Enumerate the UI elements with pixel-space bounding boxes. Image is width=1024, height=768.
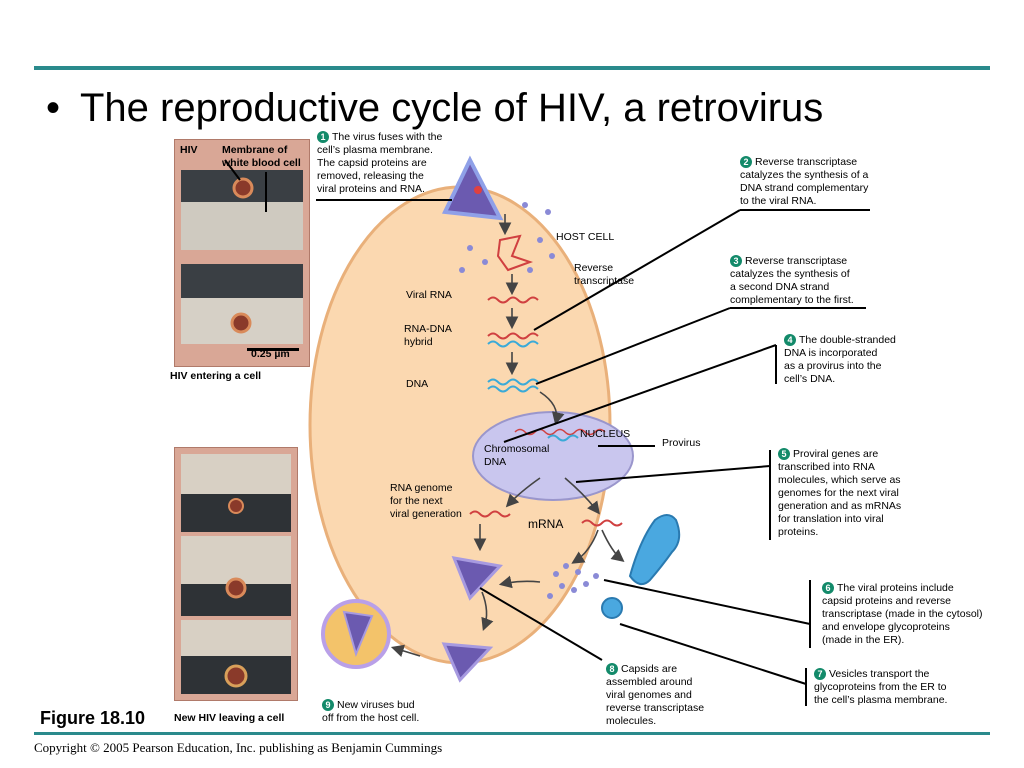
endoplasmic-reticulum (628, 514, 681, 586)
released-proteins (459, 202, 555, 273)
capsid-assembling (451, 556, 503, 601)
rna-dna-hybrid-label: RNA-DNA hybrid (404, 323, 452, 348)
chromosomal-dna-label: Chromosomal DNA (484, 443, 550, 468)
viral-protein-cluster (547, 563, 599, 599)
step-8-badge: 8 (606, 663, 618, 676)
hiv-label: HIV (180, 144, 198, 156)
top-accent-bar (34, 66, 990, 70)
step-5-text: Proviral genes are transcribed into RNA … (778, 448, 902, 538)
mrna-label: mRNA (528, 517, 564, 531)
title-bullet: • (46, 86, 61, 130)
step-2-text: Reverse transcriptase catalyzes the synt… (740, 156, 869, 207)
hybrid-rna-strand (487, 332, 539, 340)
rna-genome-strand (469, 510, 511, 518)
step-9-badge: 9 (322, 699, 334, 712)
step-1-badge: 1 (317, 131, 329, 144)
step-5-badge: 5 (778, 448, 790, 461)
host-cell-label: HOST CELL (556, 231, 615, 243)
step-3-badge: 3 (730, 255, 742, 268)
step-8-text: Capsids are assembled around viral genom… (606, 663, 705, 727)
step-6-badge: 6 (822, 582, 834, 595)
provirus-label: Provirus (662, 437, 701, 449)
viral-rna-strand (487, 296, 539, 304)
slide-title: • The reproductive cycle of HIV, a retrov… (46, 84, 823, 132)
dna-label: DNA (406, 378, 429, 390)
virus-fusing (441, 155, 504, 221)
reverse-transcriptase-label: Reverse transcriptase (574, 262, 635, 287)
transport-vesicle (601, 597, 623, 619)
bottom-accent-bar (34, 732, 990, 735)
copyright-notice: Copyright © 2005 Pearson Education, Inc.… (34, 740, 443, 755)
mrna-strand (581, 519, 623, 527)
dna-strand-a (487, 378, 539, 386)
step-6-text: The viral proteins include capsid protei… (822, 582, 983, 646)
nucleus-label: NUCLEUS (580, 428, 631, 440)
leaving-caption: New HIV leaving a cell (174, 712, 285, 724)
step-4-badge: 4 (784, 334, 796, 347)
hybrid-dna-strand (487, 340, 539, 348)
micrograph-leaving (174, 447, 298, 701)
leader-lines (224, 159, 870, 706)
chromosomal-dna-strand (514, 428, 606, 436)
micrograph-leaving-art (181, 454, 291, 694)
step-4-text: The double-stranded DNA is incorporated … (784, 334, 896, 385)
virus-released (321, 599, 391, 669)
step-7-text: Vesicles transport the glycoproteins fro… (814, 668, 948, 706)
micrograph-entering-art (181, 170, 303, 351)
step-2-badge: 2 (740, 156, 752, 169)
scale-label: 0.25 µm (251, 348, 290, 360)
provirus-strand (547, 434, 579, 442)
capsid-fragment (496, 234, 534, 272)
flow-arrows (390, 214, 625, 657)
rna-genome-label: RNA genome for the next viral generation (390, 482, 462, 520)
step-9-text: New viruses bud off from the host cell. (322, 699, 420, 724)
title-text: The reproductive cycle of HIV, a retrovi… (80, 86, 824, 130)
entering-caption: HIV entering a cell (170, 370, 262, 382)
viral-rna-label: Viral RNA (406, 289, 452, 301)
dna-strand-b (487, 385, 539, 393)
membrane-label: Membrane of white blood cell (222, 144, 301, 169)
figure-label: Figure 18.10 (40, 708, 146, 728)
step-3-text: Reverse transcriptase catalyzes the synt… (730, 255, 854, 306)
micrograph-entering (174, 139, 310, 367)
virus-budding (441, 642, 494, 683)
step-7-badge: 7 (814, 668, 826, 681)
step-1-text: The virus fuses with the cell’s plasma m… (317, 131, 443, 195)
